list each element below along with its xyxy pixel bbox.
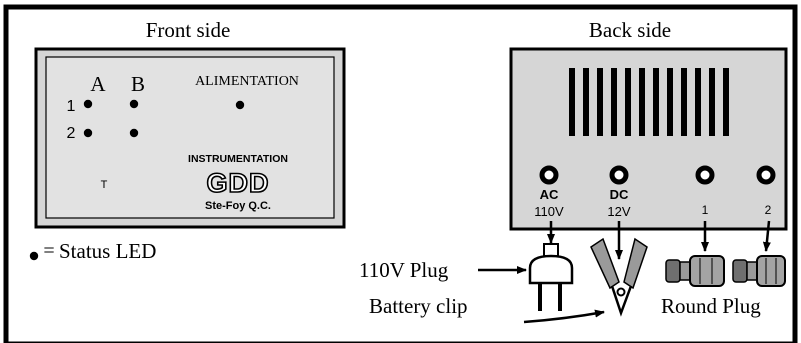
t-label: T [101,179,108,191]
alimentation-label: ALIMENTATION [195,74,299,89]
led-alimentation [235,100,245,110]
port-dc-label: DC [610,187,629,202]
led-a2 [83,128,93,138]
svg-text:GDD: GDD [207,168,270,198]
jack-2 [756,165,776,185]
svg-text:Ste-Foy Q.C.: Ste-Foy Q.C. [205,200,271,212]
callout-110v-plug: 110V Plug [359,258,449,282]
port-1-label: 1 [702,203,709,217]
round-plug-2-icon [732,255,786,287]
row-1-label: 1 [67,98,76,115]
svg-text:INSTRUMENTATION: INSTRUMENTATION [188,153,288,165]
led-a1 [83,99,93,109]
legend-led-dot [29,251,39,261]
callout-battery-clip: Battery clip [369,294,468,318]
port-ac-label: AC [540,187,559,202]
column-b-label: B [131,72,145,96]
callout-round-plug: Round Plug [661,294,761,318]
legend-status-led: Status LED [59,239,156,263]
led-b1 [129,99,139,109]
gdd-logo: INSTRUMENTATION GDD Ste-Foy Q.C. [188,153,288,212]
port-ac-voltage: 110V [534,204,564,219]
ventilation-grille [569,68,729,136]
jack-dc [609,165,629,185]
port-2-label: 2 [765,203,772,217]
column-a-label: A [90,72,106,96]
row-2-label: 2 [67,125,76,142]
ac-plug-icon [528,243,574,311]
jack-ac [539,165,559,185]
callout-battery-arrow [523,309,605,324]
back-heading: Back side [589,18,671,42]
jack-1 [695,165,715,185]
battery-clip-icon [590,237,648,317]
front-panel [34,47,346,229]
front-heading: Front side [146,18,231,42]
round-plug-1-icon [665,255,725,287]
led-b2 [129,128,139,138]
back-panel [509,47,788,231]
arrow-2 [762,220,771,252]
port-dc-voltage: 12V [607,204,630,219]
legend-equals: = [43,240,54,262]
